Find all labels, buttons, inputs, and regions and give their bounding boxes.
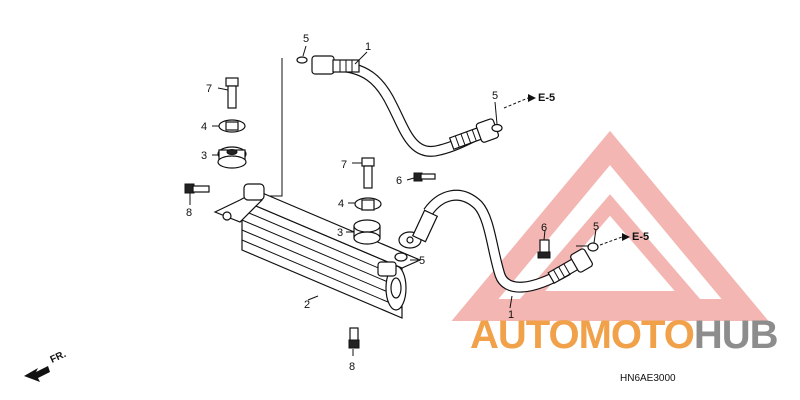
bolt-part-6 [537,239,551,259]
washer-part [491,123,503,133]
upper-oil-hose [311,55,500,157]
washer-part [587,242,599,252]
callout-4: 4 [338,198,344,210]
callout-7: 7 [206,83,212,95]
bolt-part-6 [413,172,436,182]
reference-label-e5: E-5 [538,92,555,104]
leader-lines [189,45,597,356]
callout-7: 7 [341,159,347,171]
front-direction-arrow [24,366,50,382]
callout-8: 8 [349,361,355,373]
ref-arrow-upper [503,94,536,109]
watermark-logo-triangles [451,130,769,321]
callout-2: 2 [304,299,310,311]
washer-part [394,252,408,262]
grommet-3-left [217,146,247,169]
ref-arrow-lower [599,233,630,246]
callout-1: 1 [365,41,371,53]
collar-4-left [218,119,246,133]
lower-oil-hose [398,189,593,293]
callout-5: 5 [303,33,309,45]
callout-8: 8 [186,207,192,219]
mount-bolt-7-left [225,77,239,109]
leader-line [264,58,283,197]
mount-bolt-7-mid [361,157,375,189]
collar-4-mid [354,197,382,211]
callout-5: 5 [593,221,599,233]
bolt-8-left [184,183,210,194]
front-label: FR. [49,349,68,366]
callout-3: 3 [337,227,343,239]
watermark-text: AUTOMOTOHUB [470,313,778,357]
grommet-3-mid [353,219,381,245]
oil-cooler [213,183,422,319]
callout-4: 4 [201,121,207,133]
reference-label-e5: E-5 [632,231,649,243]
callout-5: 5 [492,90,498,102]
bolt-8-bottom [348,327,360,349]
diagram-code: HN6AE3000 [620,373,676,384]
callout-6: 6 [396,175,402,187]
callout-3: 3 [201,150,207,162]
callout-5: 5 [419,255,425,267]
callout-1: 1 [508,309,514,321]
callout-6: 6 [541,222,547,234]
washer-part [296,56,308,64]
